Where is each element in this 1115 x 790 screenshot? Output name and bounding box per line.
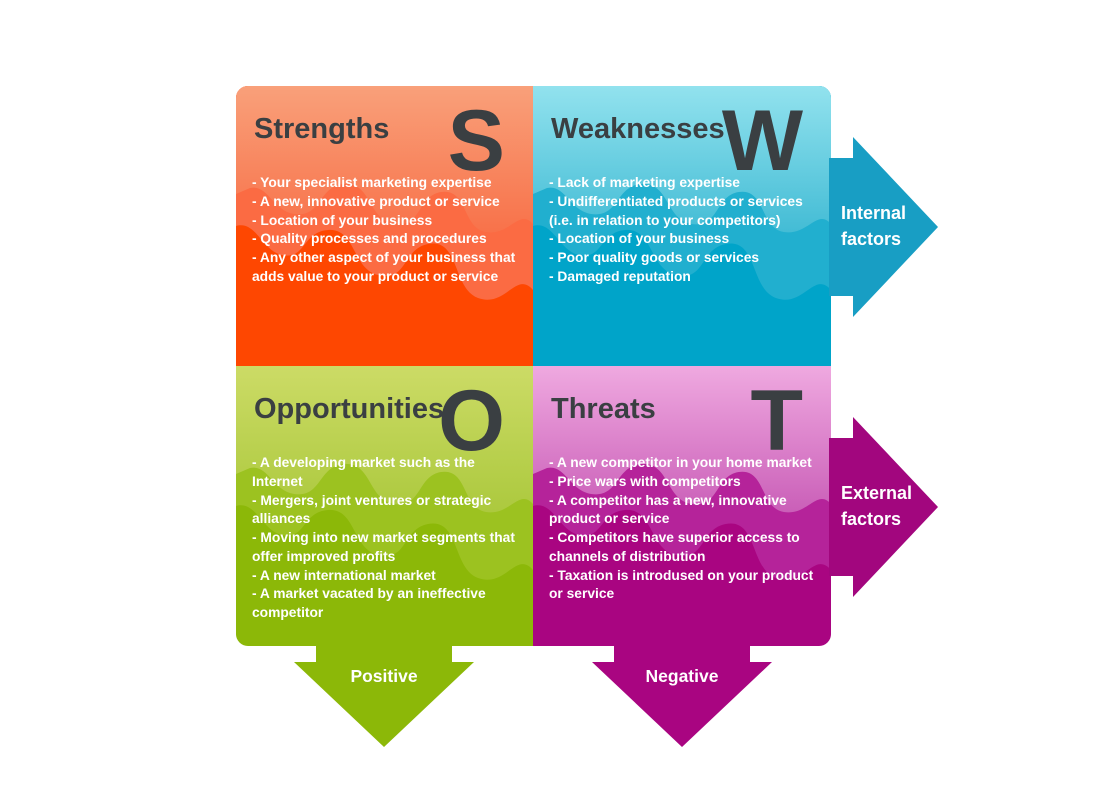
bullet-item: - Lack of marketing expertise xyxy=(549,175,740,190)
negative-label: Negative xyxy=(645,666,719,686)
external-factors-arrow xyxy=(829,417,938,597)
bullet-item: - A new competitor in your home market xyxy=(549,455,812,470)
quadrant-threats: Threats T - A new competitor in your hom… xyxy=(533,366,831,646)
weaknesses-letter: W xyxy=(721,93,803,189)
bullet-item: - Undifferentiated products or services … xyxy=(549,193,803,228)
internal-factors-label: Internal factors xyxy=(841,203,907,250)
bullet-item: - A new international market xyxy=(252,567,436,583)
bullet-item: - Location of your business xyxy=(252,212,433,228)
external-factors-label: External factors xyxy=(841,483,913,530)
bullet-item: - Price wars with competitors xyxy=(549,473,741,489)
negative-arrow xyxy=(592,644,772,747)
opportunities-title: Opportunities xyxy=(254,393,445,425)
bullet-item: - A developing market such as the Intern… xyxy=(252,455,475,489)
quadrant-weaknesses-background xyxy=(533,86,831,366)
strengths-list: - Your specialist marketing expertise - A… xyxy=(252,174,525,287)
internal-factors-arrow xyxy=(829,137,938,317)
weaknesses-title: Weaknesses xyxy=(551,113,725,145)
bullet-item: - Your specialist marketing expertise xyxy=(252,175,492,190)
bullet-item: - Any other aspect of your business that… xyxy=(252,250,516,284)
bullet-item: - A competitor has a new, innovative pro… xyxy=(549,492,787,527)
quadrant-threats-background xyxy=(533,366,831,646)
threats-letter: T xyxy=(750,373,803,469)
positive-label: Positive xyxy=(350,666,418,686)
bullet-item: - Competitors have superior access to ch… xyxy=(549,530,800,564)
bullet-item: - Moving into new market segments that o… xyxy=(252,530,515,564)
opportunities-letter: O xyxy=(438,373,505,469)
bullet-item: - Poor quality goods or services xyxy=(549,250,760,265)
positive-arrow xyxy=(294,644,474,747)
threats-title: Threats xyxy=(551,393,656,425)
quadrant-strengths-background xyxy=(236,86,533,366)
bullet-item: - Mergers, joint ventures or strategic a… xyxy=(252,492,492,527)
threats-list: - A new competitor in your home market - … xyxy=(549,454,823,604)
bullet-item: - Damaged reputation xyxy=(549,268,691,284)
quadrant-opportunities-background xyxy=(236,366,533,646)
quadrant-weaknesses: Weaknesses W - Lack of marketing experti… xyxy=(533,86,831,366)
bullet-item: - A new, innovative product or service xyxy=(252,193,500,209)
strengths-letter: S xyxy=(447,93,505,189)
bullet-item: - Location of your business xyxy=(549,231,730,247)
bullet-item: - Quality processes and procedures xyxy=(252,231,487,247)
quadrant-opportunities: Opportunities O - A developing market su… xyxy=(236,366,533,646)
bullet-item: - A market vacated by an ineffective com… xyxy=(252,586,486,620)
strengths-title: Strengths xyxy=(254,113,390,145)
bullet-item: - Taxation is introdused on your product… xyxy=(549,567,814,602)
opportunities-list: - A developing market such as the Intern… xyxy=(252,454,525,623)
weaknesses-list: - Lack of marketing expertise - Undiffere… xyxy=(549,174,823,287)
quadrant-strengths: Strengths S - Your specialist marketing … xyxy=(236,86,533,366)
